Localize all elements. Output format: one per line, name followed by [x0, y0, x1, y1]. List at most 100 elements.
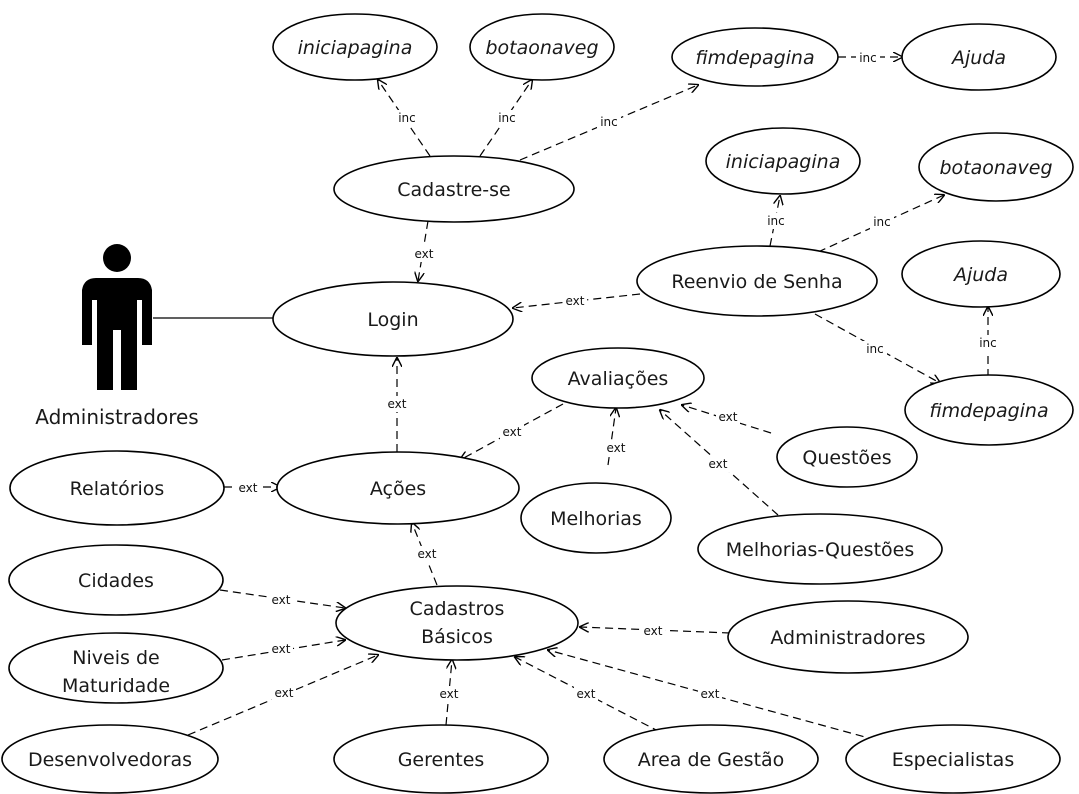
actor-administradores: Administradores	[35, 244, 199, 429]
use-case-label: Relatórios	[70, 478, 165, 500]
use-case-cidades[interactable]: Cidades	[8, 544, 224, 616]
use-case-botaonaveg-top[interactable]: botaonaveg	[469, 13, 615, 81]
use-case-relatorios[interactable]: Relatórios	[9, 450, 225, 526]
use-case-label: Cidades	[78, 570, 154, 592]
use-case-label: fimdepagina	[695, 47, 814, 69]
label-ext-10: ext	[269, 592, 293, 608]
use-case-label: Melhorias	[550, 508, 642, 530]
use-case-label: iniciapagina	[726, 151, 841, 173]
use-case-label: Reenvio de Senha	[671, 271, 842, 293]
use-case-label: Login	[367, 309, 418, 331]
label-inc-3: inc	[597, 114, 621, 130]
svg-text:inc: inc	[859, 51, 877, 65]
edge-labels: inc inc inc inc ext inc inc ext inc inc …	[236, 50, 1000, 702]
use-case-label-line1: Cadastros	[410, 598, 505, 620]
use-case-ajuda-top[interactable]: Ajuda	[901, 23, 1057, 91]
actor-icon	[82, 244, 152, 390]
label-ext-6: ext	[604, 440, 628, 456]
use-case-acoes[interactable]: Ações	[276, 451, 520, 525]
svg-text:inc: inc	[979, 336, 997, 350]
use-case-cadastre-se[interactable]: Cadastre-se	[333, 155, 575, 223]
use-case-label: Melhorias-Questões	[726, 539, 914, 561]
use-case-melhorias[interactable]: Melhorias	[520, 482, 672, 554]
use-case-area-gestao[interactable]: Area de Gestão	[603, 724, 819, 794]
use-case-label: Area de Gestão	[638, 749, 785, 771]
svg-text:ext: ext	[607, 441, 626, 455]
use-case-iniciapagina-right[interactable]: iniciapagina	[705, 127, 861, 195]
svg-text:ext: ext	[415, 247, 434, 261]
use-case-desenvolvedoras[interactable]: Desenvolvedoras	[1, 724, 219, 794]
use-case-label: botaonaveg	[939, 157, 1052, 179]
svg-text:inc: inc	[498, 111, 516, 125]
use-case-label: Questões	[802, 447, 891, 469]
edge-cidades-cadastros	[219, 589, 345, 608]
use-case-label: Ajuda	[952, 264, 1008, 286]
use-case-ajuda-right[interactable]: Ajuda	[901, 240, 1061, 308]
svg-text:ext: ext	[272, 593, 291, 607]
svg-text:ext: ext	[503, 425, 522, 439]
label-inc-1: inc	[395, 110, 419, 126]
use-case-label-line2: Maturidade	[62, 675, 170, 697]
svg-text:ext: ext	[701, 687, 720, 701]
svg-text:ext: ext	[644, 624, 663, 638]
label-inc-2: inc	[495, 110, 519, 126]
use-case-label: Ajuda	[950, 47, 1006, 69]
use-case-login[interactable]: Login	[272, 281, 514, 357]
label-ext-16: ext	[641, 623, 665, 639]
use-case-cadastros-basicos[interactable]: Cadastros Básicos	[335, 585, 579, 661]
svg-text:ext: ext	[275, 686, 294, 700]
label-ext-12: ext	[272, 685, 296, 701]
label-ext-3: ext	[385, 396, 409, 412]
svg-text:ext: ext	[709, 457, 728, 471]
svg-text:ext: ext	[719, 410, 738, 424]
label-ext-13: ext	[437, 686, 461, 702]
use-case-label-line1: Niveis de	[72, 647, 159, 669]
use-case-label: Gerentes	[398, 749, 485, 771]
svg-text:inc: inc	[600, 115, 618, 129]
use-case-label: botaonaveg	[485, 37, 598, 59]
label-ext-9: ext	[415, 546, 439, 562]
use-case-botaonaveg-right[interactable]: botaonaveg	[918, 132, 1074, 202]
use-case-questoes[interactable]: Questões	[776, 426, 918, 488]
use-case-label: Especialistas	[892, 749, 1014, 771]
svg-text:ext: ext	[239, 481, 258, 495]
edge-reenvio-iniciapagina	[769, 196, 780, 247]
use-case-label: iniciapagina	[298, 37, 413, 59]
label-ext-2: ext	[563, 293, 587, 309]
label-ext-4: ext	[500, 424, 524, 440]
use-case-label: Cadastre-se	[397, 179, 511, 201]
label-inc-7: inc	[863, 341, 887, 357]
use-case-iniciapagina-top[interactable]: iniciapagina	[272, 13, 438, 81]
svg-text:inc: inc	[866, 342, 884, 356]
svg-text:ext: ext	[272, 642, 291, 656]
svg-text:inc: inc	[767, 214, 785, 228]
label-ext-1: ext	[412, 246, 436, 262]
use-case-fimdepagina-top[interactable]: fimdepagina	[671, 27, 839, 87]
label-ext-14: ext	[574, 686, 598, 702]
svg-text:inc: inc	[398, 111, 416, 125]
svg-text:ext: ext	[440, 687, 459, 701]
use-case-administradores[interactable]: Administradores	[727, 600, 969, 674]
svg-text:ext: ext	[566, 294, 585, 308]
use-case-especialistas[interactable]: Especialistas	[845, 724, 1061, 794]
label-ext-5: ext	[716, 409, 740, 425]
use-case-fimdepagina-right[interactable]: fimdepagina	[904, 374, 1074, 446]
use-case-gerentes[interactable]: Gerentes	[333, 724, 549, 794]
edge-reenvio-login	[513, 293, 641, 308]
label-inc-4: inc	[856, 50, 880, 65]
edge-niveis-cadastros	[221, 640, 345, 661]
use-case-niveis-maturidade[interactable]: Niveis de Maturidade	[8, 632, 224, 704]
label-ext-11: ext	[269, 641, 293, 657]
use-case-melhorias-questoes[interactable]: Melhorias-Questões	[697, 513, 943, 585]
actor-name: Administradores	[35, 405, 198, 429]
use-case-avaliacoes[interactable]: Avaliações	[531, 347, 705, 409]
use-case-label: Avaliações	[568, 368, 669, 390]
edge-melhorias-avaliacoes	[607, 408, 616, 466]
label-ext-7: ext	[706, 456, 730, 472]
use-case-reenvio-senha[interactable]: Reenvio de Senha	[636, 245, 878, 317]
svg-text:inc: inc	[873, 215, 891, 229]
use-case-label: Desenvolvedoras	[28, 749, 192, 771]
label-ext-8: ext	[236, 480, 260, 495]
use-case-label: fimdepagina	[929, 400, 1048, 422]
svg-text:ext: ext	[418, 547, 437, 561]
